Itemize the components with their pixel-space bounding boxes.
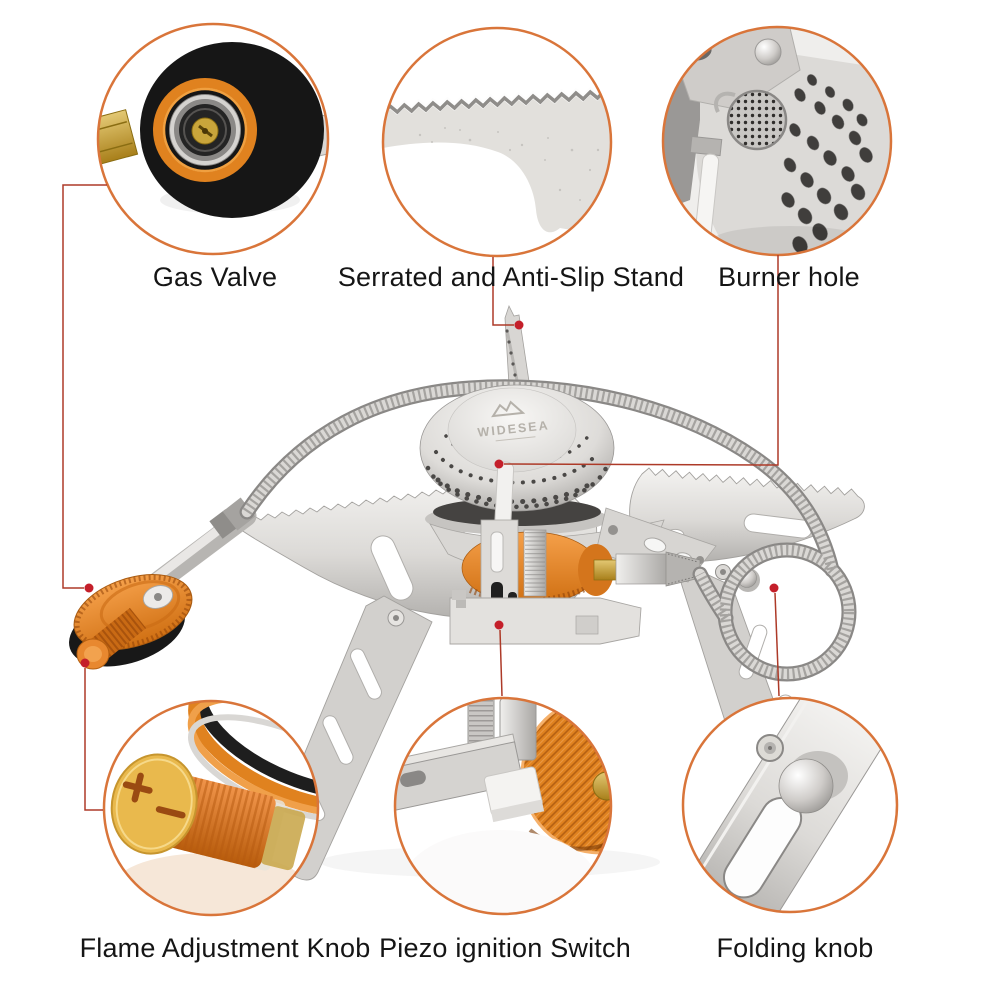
leader-markers <box>80 320 779 668</box>
plus-minus-marks <box>122 772 186 819</box>
serrated-stand-detail-circle <box>381 26 613 258</box>
burner-dome: WIDESEA <box>419 384 615 512</box>
marker-piezo <box>494 620 504 630</box>
valve-stem <box>523 529 547 597</box>
leader-line-folding-knob <box>774 592 780 697</box>
marker-folding-knob <box>769 583 779 593</box>
piezo-detail-circle <box>393 696 613 916</box>
leader-line-serrated-stand <box>492 257 514 326</box>
hose-inlet-fitting <box>593 551 701 587</box>
piezo-assembly <box>449 461 642 645</box>
flame-mesh-disc <box>726 89 788 151</box>
leader-line-gas-valve <box>62 184 107 589</box>
flame-adjustment-knob-part <box>76 607 147 670</box>
leader-line-burner-hole <box>503 255 779 466</box>
callout-label-gas-valve: Gas Valve <box>152 262 278 292</box>
marker-gas-valve <box>84 583 94 593</box>
leader-line-piezo <box>499 629 503 697</box>
leader-line-flame-knob <box>84 668 103 811</box>
callout-label-piezo-ignition-switch: Piezo ignition Switch <box>379 933 631 963</box>
fuel-hose <box>239 379 857 682</box>
marker-flame-knob <box>80 658 90 668</box>
gas-valve-detail-circle <box>96 22 330 256</box>
folding-knob-ball-closeup <box>778 758 834 814</box>
marker-serrated-stand <box>514 320 524 330</box>
flame-knob-closeup <box>110 753 306 871</box>
callout-label-burner-hole: Burner hole <box>718 262 860 292</box>
burner-hole-detail-circle <box>661 25 893 257</box>
callout-label-flame-adjustment-knob: Flame Adjustment Knob <box>79 933 371 963</box>
leader-lines <box>62 184 780 811</box>
folding-knob-detail-circle <box>681 696 899 914</box>
marker-burner-hole <box>494 459 504 469</box>
callout-label-serrated-stand: Serrated and Anti-Slip Stand <box>337 262 685 292</box>
stove-photo: WIDESEA <box>69 304 865 881</box>
piezo-ceramic-block <box>483 766 545 823</box>
gas-valve-assembly <box>69 497 257 670</box>
callout-label-folding-knob: Folding knob <box>716 933 874 963</box>
